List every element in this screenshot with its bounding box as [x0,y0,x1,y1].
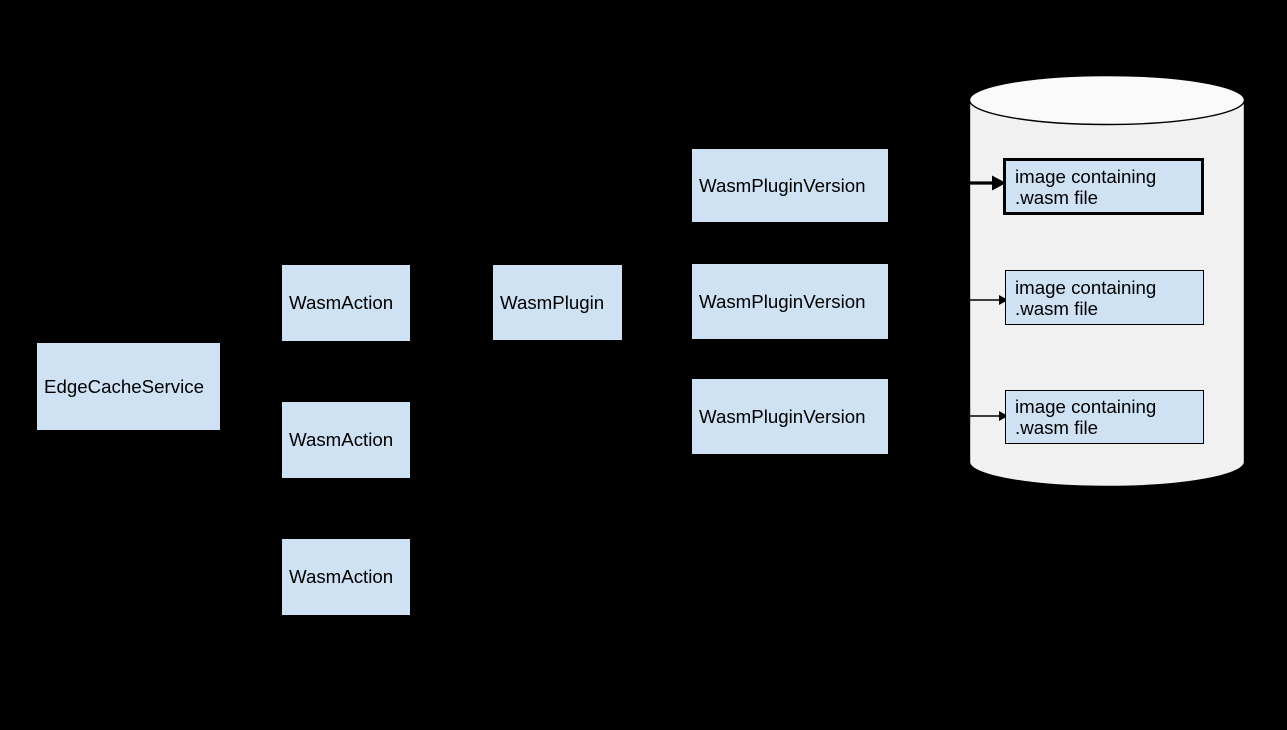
node-wasmplugin-label: WasmPlugin [500,291,605,313]
registry-image-box-3-line1: image containing [1015,396,1157,417]
node-edgecacheservice: EdgeCacheService [37,343,220,430]
node-wasmaction-1: WasmAction [282,265,410,341]
registry-image-box-2-line1: image containing [1015,276,1157,298]
node-wasmaction-1-label: WasmAction [289,292,394,313]
node-edgecacheservice-label: EdgeCacheService [44,375,204,397]
node-wasmpluginversion-2: WasmPluginVersion [692,264,888,339]
node-wasmpluginversion-3: WasmPluginVersion [692,379,888,454]
arrow-right-icon-3 [970,411,1008,421]
cylinder-top-ellipse [968,74,1246,126]
node-wasmpluginversion-3-label: WasmPluginVersion [699,405,866,427]
arrow-right-icon-1 [970,175,1006,191]
registry-image-box-2: image containing .wasm file [1005,270,1204,325]
registry-image-box-1-line1: image containing [1015,165,1157,187]
node-wasmaction-2: WasmAction [282,402,410,478]
node-wasmpluginversion-2-label: WasmPluginVersion [699,290,866,312]
registry-image-box-1: image containing .wasm file [1003,158,1204,215]
registry-image-box-3: image containing .wasm file [1005,390,1204,444]
registry-image-box-1-line2: .wasm file [1015,186,1099,208]
registry-image-box-3-line2: .wasm file [1015,417,1099,438]
node-wasmaction-3-label: WasmAction [289,566,394,587]
arrow-right-icon-2 [970,295,1008,305]
node-wasmpluginversion-1-label: WasmPluginVersion [699,174,866,196]
node-wasmplugin: WasmPlugin [493,265,622,340]
node-wasmaction-3: WasmAction [282,539,410,615]
node-wasmaction-2-label: WasmAction [289,429,394,450]
registry-image-box-2-line2: .wasm file [1015,297,1099,319]
node-wasmpluginversion-1: WasmPluginVersion [692,149,888,222]
